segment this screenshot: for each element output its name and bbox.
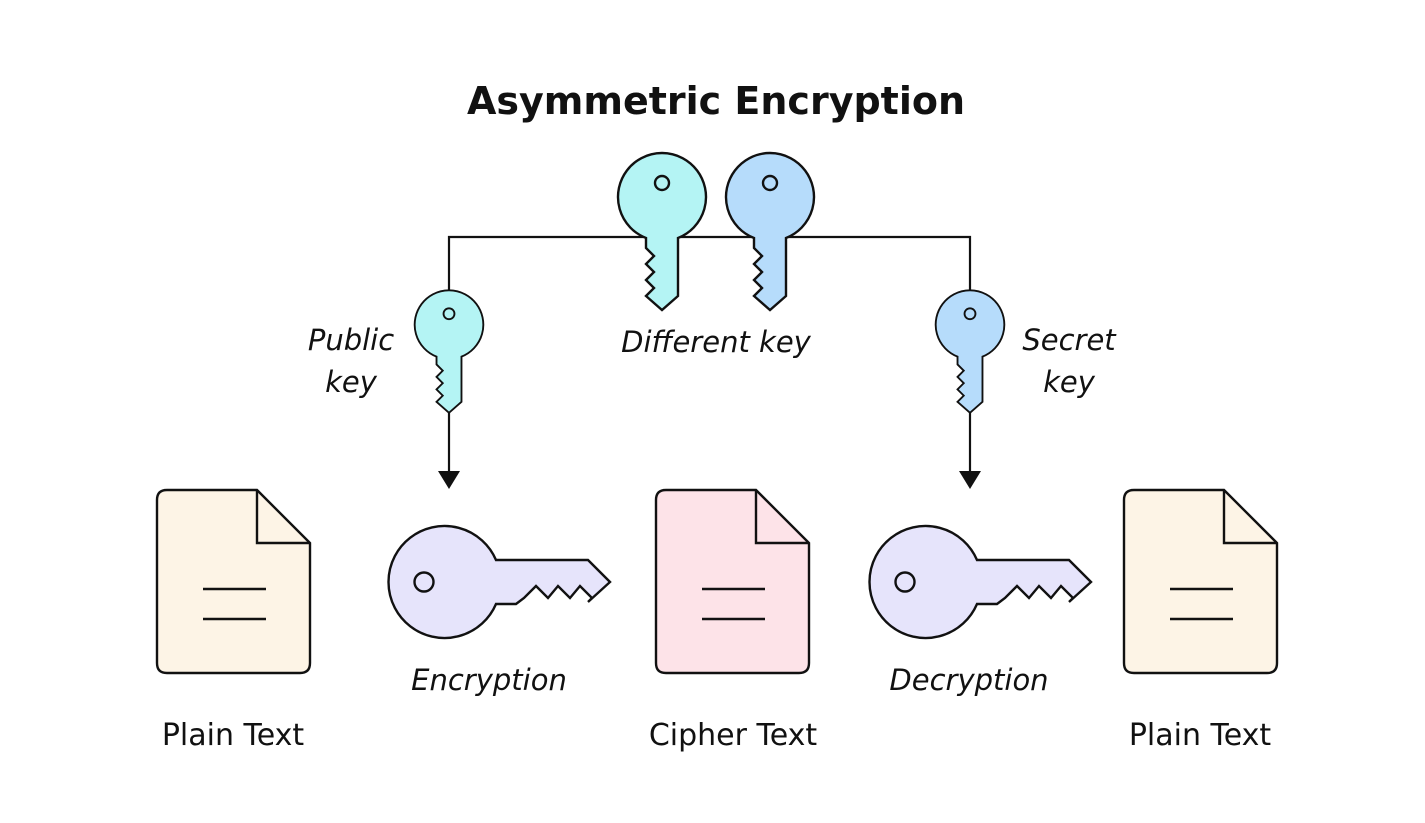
- different-key-label: Different key: [621, 325, 812, 359]
- document-label-cipher-text: Cipher Text: [649, 718, 818, 753]
- secret-key-arrowhead: [959, 471, 981, 489]
- secret-key-label-line1: Secret: [1022, 323, 1117, 357]
- encryption-key-icon: [387, 524, 612, 640]
- public-key-label-line1: Public: [308, 323, 394, 357]
- diagram-title: Asymmetric Encryption: [467, 79, 965, 123]
- secret-key-icon: [934, 289, 1006, 415]
- document-body: [155, 488, 312, 675]
- different-key-pair: Different key: [616, 151, 816, 359]
- public-key-arrowhead: [438, 471, 460, 489]
- plain-text-document-icon: [1122, 488, 1279, 675]
- connector-lines: [438, 235, 981, 489]
- top-connector: [447, 235, 972, 294]
- decryption-key-icon: [868, 524, 1093, 640]
- decryption-label: Decryption: [889, 663, 1048, 697]
- document-label-plain-text: Plain Text: [1129, 718, 1272, 753]
- document-fold: [255, 490, 310, 545]
- document-body: [1122, 488, 1279, 675]
- document-fold: [754, 490, 809, 545]
- public-key-label-line2: key: [325, 365, 378, 399]
- public-key-icon-top: [616, 151, 708, 312]
- encryption-label: Encryption: [411, 663, 567, 697]
- secret-key-label-line2: key: [1043, 365, 1096, 399]
- document-body: [654, 488, 811, 675]
- public-key-icon: [413, 289, 485, 415]
- document-label-plain-text: Plain Text: [162, 718, 305, 753]
- document-fold: [1222, 490, 1277, 545]
- secret-key-icon-top: [724, 151, 816, 312]
- cipher-text-document-icon: [654, 488, 811, 675]
- plain-text-document-icon: [155, 488, 312, 675]
